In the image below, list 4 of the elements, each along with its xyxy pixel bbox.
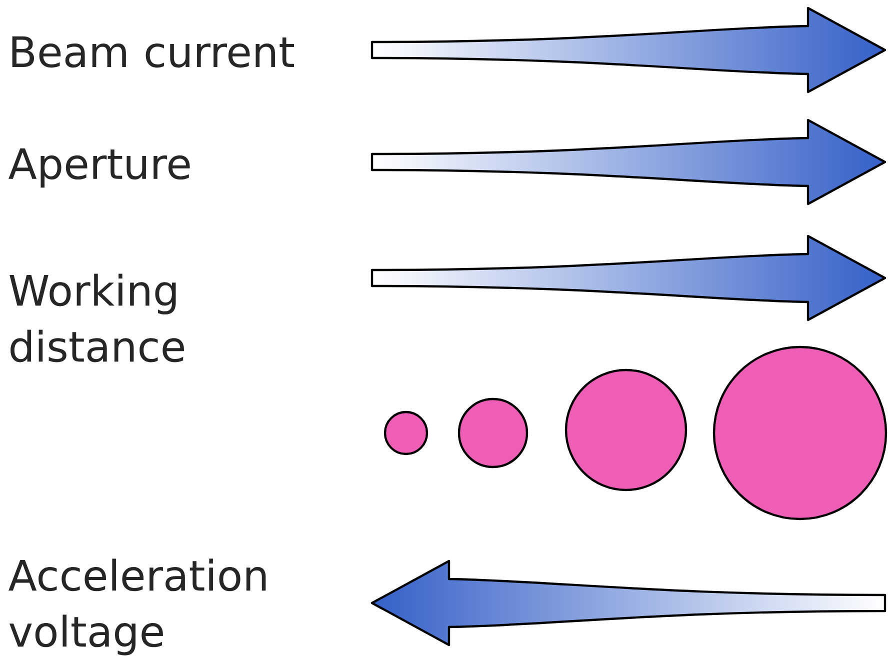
label-text: Aperture (8, 148, 190, 188)
label-text: Beam current (12, 36, 294, 68)
label-text: Acceleration voltage (8, 558, 266, 656)
label-text: Working distance (10, 274, 184, 362)
